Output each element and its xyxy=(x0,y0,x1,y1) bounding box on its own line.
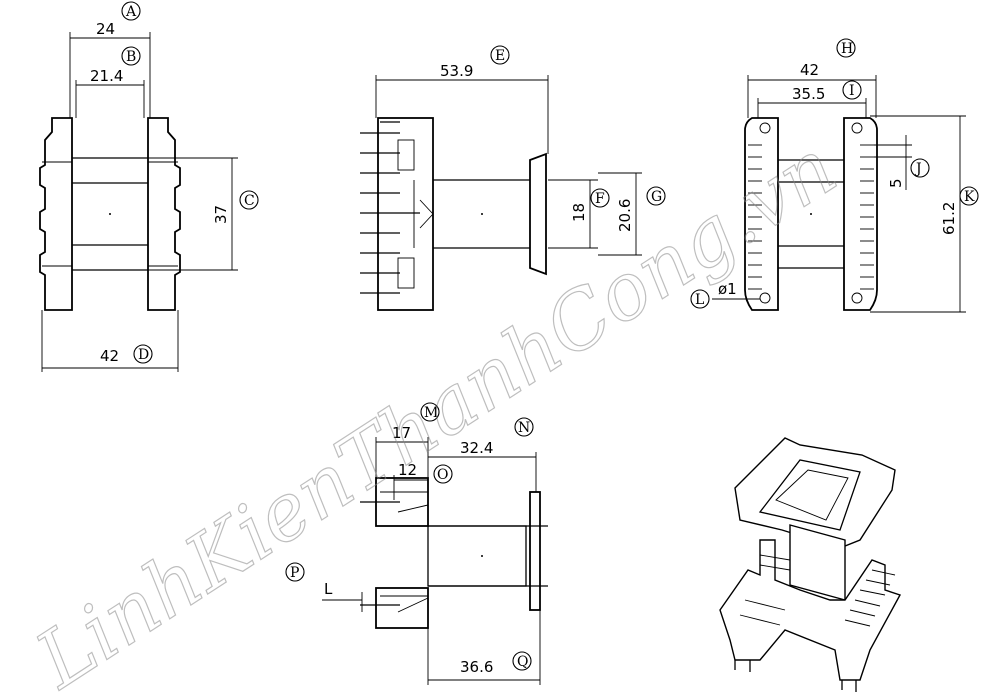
label-n: N xyxy=(518,420,530,436)
label-m: M xyxy=(424,405,438,421)
isometric-view xyxy=(719,437,902,692)
dim-36-6: 36.6 xyxy=(460,658,493,676)
side-view: 53.9 E 18 F 20.6 G xyxy=(360,45,666,311)
dim-l-pin: L xyxy=(324,580,333,598)
front-view: 24 A 21.4 B 37 C 42 D xyxy=(39,1,259,372)
bottom-view: 42 H 35.5 I 5 J 61.2 K ø1 L xyxy=(690,38,979,313)
dim-24: 24 xyxy=(96,20,115,38)
label-j: J xyxy=(914,161,922,177)
label-f: F xyxy=(595,191,605,207)
label-k: K xyxy=(964,189,975,205)
label-p: P xyxy=(290,565,299,581)
label-b: B xyxy=(126,49,136,65)
dim-20-6: 20.6 xyxy=(616,199,634,232)
dim-53-9: 53.9 xyxy=(440,62,473,80)
dim-17: 17 xyxy=(392,424,411,442)
dim-5: 5 xyxy=(887,178,905,188)
dim-42-bottom: 42 xyxy=(800,61,819,79)
dim-35-5: 35.5 xyxy=(792,85,825,103)
dim-dia-1: ø1 xyxy=(718,280,737,298)
label-g: G xyxy=(651,189,662,205)
label-h: H xyxy=(841,41,853,57)
label-c: C xyxy=(244,193,255,209)
dim-37: 37 xyxy=(212,205,230,224)
dim-12: 12 xyxy=(398,461,417,479)
label-q: Q xyxy=(517,654,528,670)
label-d: D xyxy=(138,347,149,363)
dim-21-4: 21.4 xyxy=(90,67,123,85)
dim-18: 18 xyxy=(570,203,588,222)
dim-32-4: 32.4 xyxy=(460,439,493,457)
label-i: I xyxy=(849,83,855,99)
label-o: O xyxy=(437,467,448,483)
label-e: E xyxy=(495,48,505,64)
section-view: 17 M 32.4 N 12 O L P 36.6 Q xyxy=(285,402,548,685)
label-a: A xyxy=(125,4,137,20)
dim-61-2: 61.2 xyxy=(940,202,958,235)
label-l: L xyxy=(695,292,704,308)
dim-42-front: 42 xyxy=(100,347,119,365)
